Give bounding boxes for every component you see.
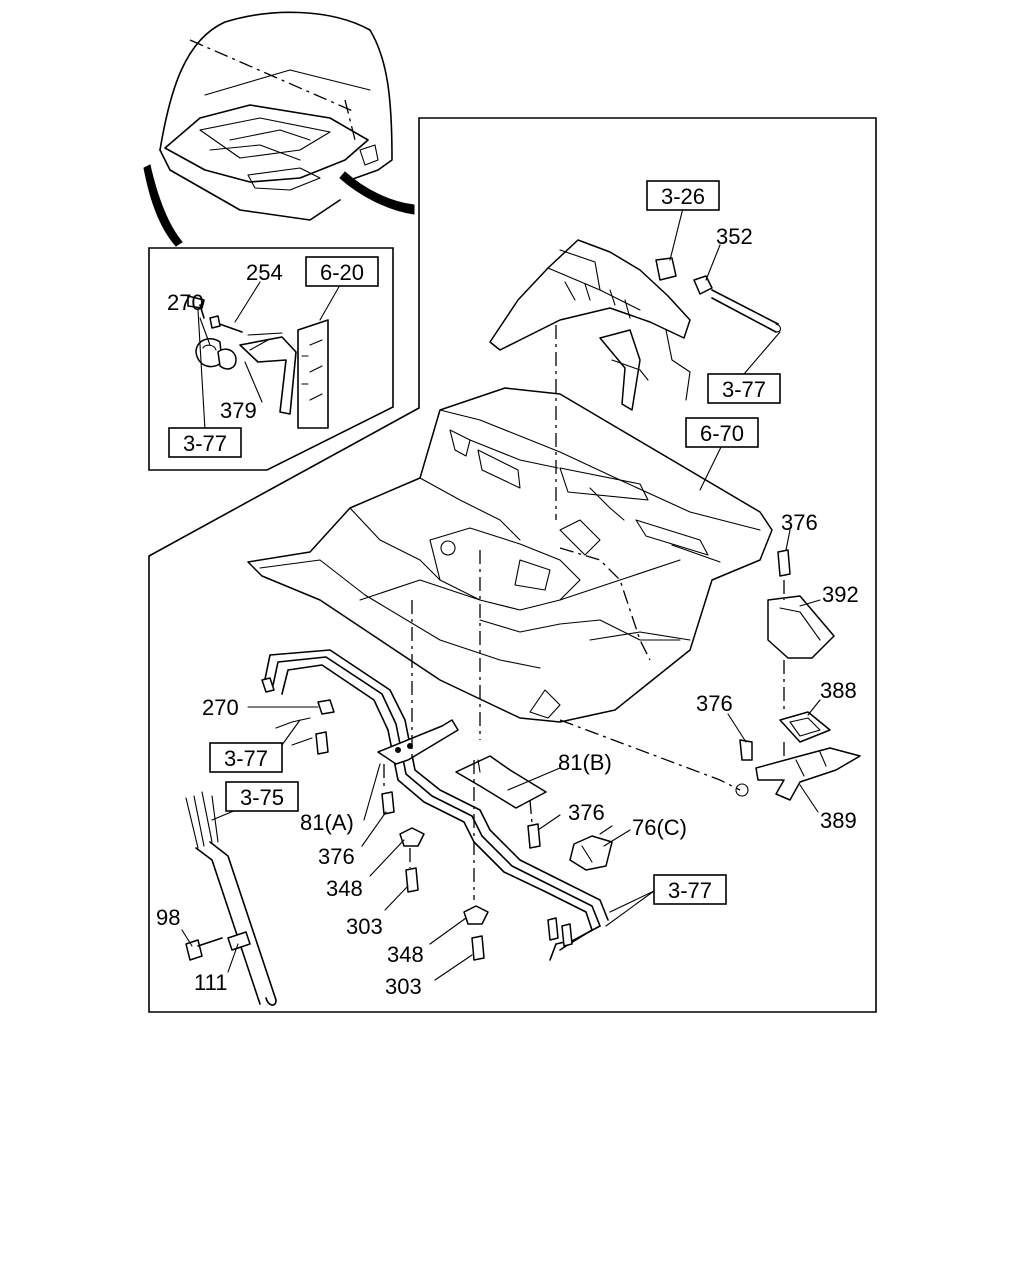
part-111-label: 111 (194, 970, 227, 995)
ref-box-3-77-inset: 3-77 (168, 427, 242, 458)
ref-label: 3-26 (661, 184, 705, 209)
ref-box-3-26: 3-26 (646, 180, 720, 211)
inset-detail-frame (148, 247, 394, 471)
ref-label: 6-20 (320, 260, 364, 285)
part-392-label: 392 (822, 582, 859, 607)
ref-label: 3-77 (722, 377, 766, 402)
part-81b-label: 81(B) (558, 750, 612, 775)
part-270-label: 270 (202, 695, 239, 720)
part-303-label: 303 (346, 914, 383, 939)
vehicle-overview (143, 11, 415, 247)
ref-box-3-75: 3-75 (225, 781, 299, 812)
ref-label: 3-77 (224, 746, 268, 771)
part-388-label: 388 (820, 678, 857, 703)
part-389-label: 389 (820, 808, 857, 833)
part-376-label: 376 (568, 800, 605, 825)
part-376-label: 376 (318, 844, 355, 869)
part-379-label: 379 (220, 398, 257, 423)
part-348-label: 348 (326, 876, 363, 901)
ref-box-3-77-left: 3-77 (209, 742, 283, 773)
part-376-label: 376 (781, 510, 818, 535)
part-352-label: 352 (716, 224, 753, 249)
main-diagram-frame (148, 117, 877, 1013)
part-98-label: 98 (156, 905, 180, 930)
ref-box-3-77-upper: 3-77 (707, 373, 781, 404)
ref-label: 3-77 (668, 878, 712, 903)
ref-label: 3-75 (240, 785, 284, 810)
cable-bundle (185, 791, 277, 1006)
ref-box-6-20: 6-20 (305, 256, 379, 287)
fasteners (275, 699, 613, 961)
leader-lines (181, 207, 821, 981)
bracket-81a (377, 719, 459, 765)
part-270-label: 270 (167, 290, 204, 315)
ref-box-6-70: 6-70 (685, 417, 759, 448)
upper-bracket-assembly (489, 239, 782, 411)
part-labels: 352 254 270 379 376 392 388 376 389 270 … (156, 224, 859, 999)
fuel-lines (261, 649, 609, 961)
assembly-lines (383, 325, 785, 900)
part-81a-label: 81(A) (300, 810, 354, 835)
bracket-81b (455, 755, 547, 809)
part-76c-label: 76(C) (632, 815, 687, 840)
ref-box-3-77-lower: 3-77 (653, 874, 727, 905)
inset-parts (187, 295, 329, 429)
ref-label: 3-77 (183, 431, 227, 456)
part-376-label: 376 (696, 691, 733, 716)
part-303-label: 303 (385, 974, 422, 999)
right-bracket-parts (735, 549, 861, 801)
part-348-label: 348 (387, 942, 424, 967)
part-254-label: 254 (246, 260, 283, 285)
floor-panel (247, 387, 773, 723)
ref-label: 6-70 (700, 421, 744, 446)
